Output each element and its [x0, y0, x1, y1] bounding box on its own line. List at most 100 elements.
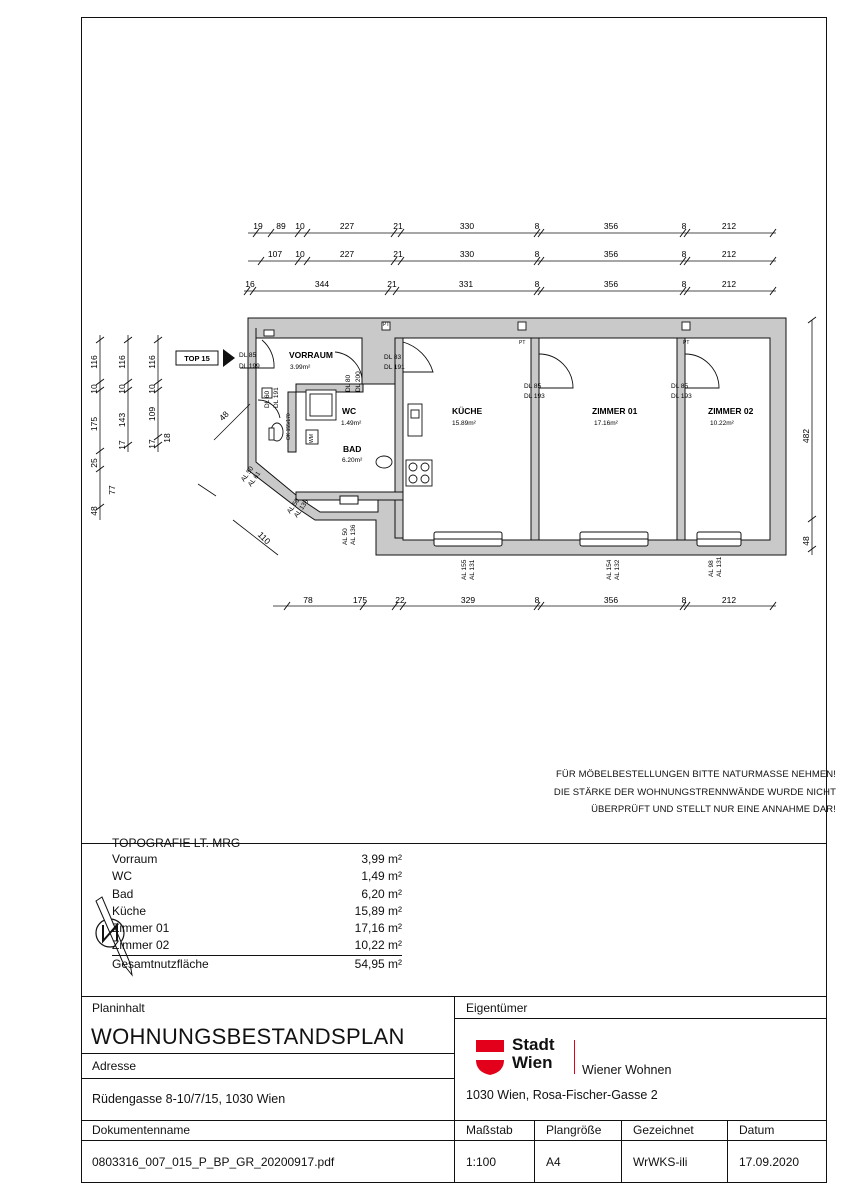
room-area: 1.49m²	[341, 420, 362, 427]
dim-text: 330	[460, 249, 474, 259]
window-label: AL 131	[469, 559, 476, 580]
room-areas: 3.99m² 1.49m² 6.20m² 15.89m² 17.16m² 10.…	[290, 364, 735, 464]
shower-label: OK 155/170	[286, 413, 292, 440]
divider	[454, 1018, 827, 1019]
dim-text: 10	[295, 249, 305, 259]
dim-text: 8	[535, 595, 540, 605]
door-label: DL 193	[524, 393, 545, 400]
plangroesse-label: Plangröße	[546, 1123, 602, 1137]
dim-text: 8	[682, 595, 687, 605]
plangroesse-value: A4	[546, 1155, 561, 1169]
dim-text: 116	[89, 355, 99, 369]
room-name: Zimmer 02	[112, 938, 170, 953]
window-label: AL 98	[708, 560, 715, 577]
door-label: DL 85	[524, 383, 541, 390]
room-name: ZIMMER 02	[708, 406, 754, 416]
logo-line: Wien	[512, 1053, 553, 1072]
plan-notes: FÜR MÖBELBESTELLUNGEN BITTE NATURMASSE N…	[554, 766, 836, 819]
dim-text: 175	[353, 595, 367, 605]
dim-text: 21	[393, 249, 403, 259]
datum-label: Datum	[739, 1123, 775, 1137]
dim-text: 175	[89, 417, 99, 431]
dim-text: 330	[460, 221, 474, 231]
dim-text: 10	[295, 221, 305, 231]
dim-text: 78	[303, 595, 313, 605]
dimension-texts: 19 89 10 227 21 330 8 356 8 212 107 10 2…	[245, 221, 736, 605]
divider	[727, 1120, 728, 1183]
adresse-label: Adresse	[92, 1059, 137, 1073]
fixtures	[261, 321, 691, 487]
door-label: DL 191	[273, 387, 280, 408]
note-line: DIE STÄRKE DER WOHNUNGSTRENNWÄNDE WURDE …	[553, 786, 836, 798]
dim-text: 8	[535, 249, 540, 259]
adresse-value: Rüdengasse 8-10/7/15, 1030 Wien	[92, 1092, 286, 1106]
dim-text: 22	[395, 595, 405, 605]
dim-text: 331	[459, 279, 473, 289]
dimension-ticks	[95, 228, 817, 611]
datum-value: 17.09.2020	[739, 1155, 800, 1169]
total-value: 54,95 m²	[354, 956, 402, 971]
massstab-label: Maßstab	[466, 1123, 513, 1137]
dimension-texts-vertical: 116 10 175 25 77 48 116 10 143 17 116 10…	[89, 355, 811, 546]
topografie-row: Zimmer 02 10,22 m²	[112, 937, 402, 956]
dim-text: 8	[535, 279, 540, 289]
wm-label: WM	[309, 434, 315, 443]
fixture-labels: PT PT PT OK 155/170 WM	[286, 322, 689, 443]
dim-text: 8	[535, 221, 540, 231]
door-label: DL 199	[239, 363, 260, 370]
window-label: AL 155	[461, 559, 468, 580]
dim-text: 10	[89, 384, 99, 394]
door-label: DL 83	[384, 354, 401, 361]
door-label: DL 191	[384, 364, 405, 371]
note-line: ÜBERPRÜFT UND STELLT NUR EINE ANNAHME DA…	[591, 804, 836, 815]
divider	[81, 1053, 454, 1054]
room-area: 17.16m²	[594, 420, 619, 427]
room-area: 3.99m²	[290, 364, 311, 371]
window-label: AL 154	[606, 559, 613, 580]
dim-text: 48	[217, 409, 231, 423]
dim-text: 10	[117, 384, 127, 394]
gezeichnet-label: Gezeichnet	[633, 1123, 694, 1137]
total-label: Gesamtnutzfläche	[112, 956, 209, 971]
owner-name: Wiener Wohnen	[582, 1063, 672, 1077]
dim-text: 48	[89, 506, 99, 516]
door-label: DL 85	[239, 352, 256, 359]
room-area: 10,22 m²	[354, 938, 402, 953]
dim-text: 17	[147, 439, 157, 449]
dim-text: 227	[340, 249, 354, 259]
room-name: Bad	[112, 886, 134, 901]
dim-text: 107	[268, 249, 282, 259]
diagonal-dimension-lines	[197, 403, 279, 556]
topografie-total-row: Gesamtnutzfläche 54,95 m²	[112, 956, 402, 973]
window-label: AL 131	[716, 556, 723, 577]
dim-text: 356	[604, 249, 618, 259]
room-area: 15.89m²	[452, 420, 477, 427]
dim-text: 10	[147, 384, 157, 394]
dim-text: 48	[801, 536, 811, 546]
room-area: 3,99 m²	[361, 852, 402, 866]
room-area: 15,89 m²	[354, 903, 402, 918]
door-label: DL 193	[671, 393, 692, 400]
door-labels: DL 85 DL 199 DL 83 DL 191 DL 85 DL 193 D…	[239, 352, 692, 408]
dim-text: 227	[340, 221, 354, 231]
divider	[454, 996, 455, 1120]
windows	[339, 495, 742, 547]
dim-text: 356	[604, 279, 618, 289]
room-labels: VORRAUM WC BAD KÜCHE ZIMMER 01 ZIMMER 02	[289, 350, 754, 454]
dim-text: 8	[682, 249, 687, 259]
divider	[534, 1120, 535, 1183]
door-label: DL 80	[345, 375, 352, 392]
logo-line: Stadt	[512, 1035, 555, 1054]
entry-tag	[175, 350, 219, 366]
dim-text: 212	[722, 595, 736, 605]
dim-text: 116	[117, 355, 127, 369]
note-line: FÜR MÖBELBESTELLUNGEN BITTE NATURMASSE N…	[556, 769, 836, 780]
room-name: WC	[112, 869, 132, 884]
dim-text: 17	[117, 440, 127, 450]
dim-text: 21	[393, 221, 403, 231]
pt-label: PT	[519, 340, 525, 346]
room-area: 6,20 m²	[361, 886, 402, 901]
